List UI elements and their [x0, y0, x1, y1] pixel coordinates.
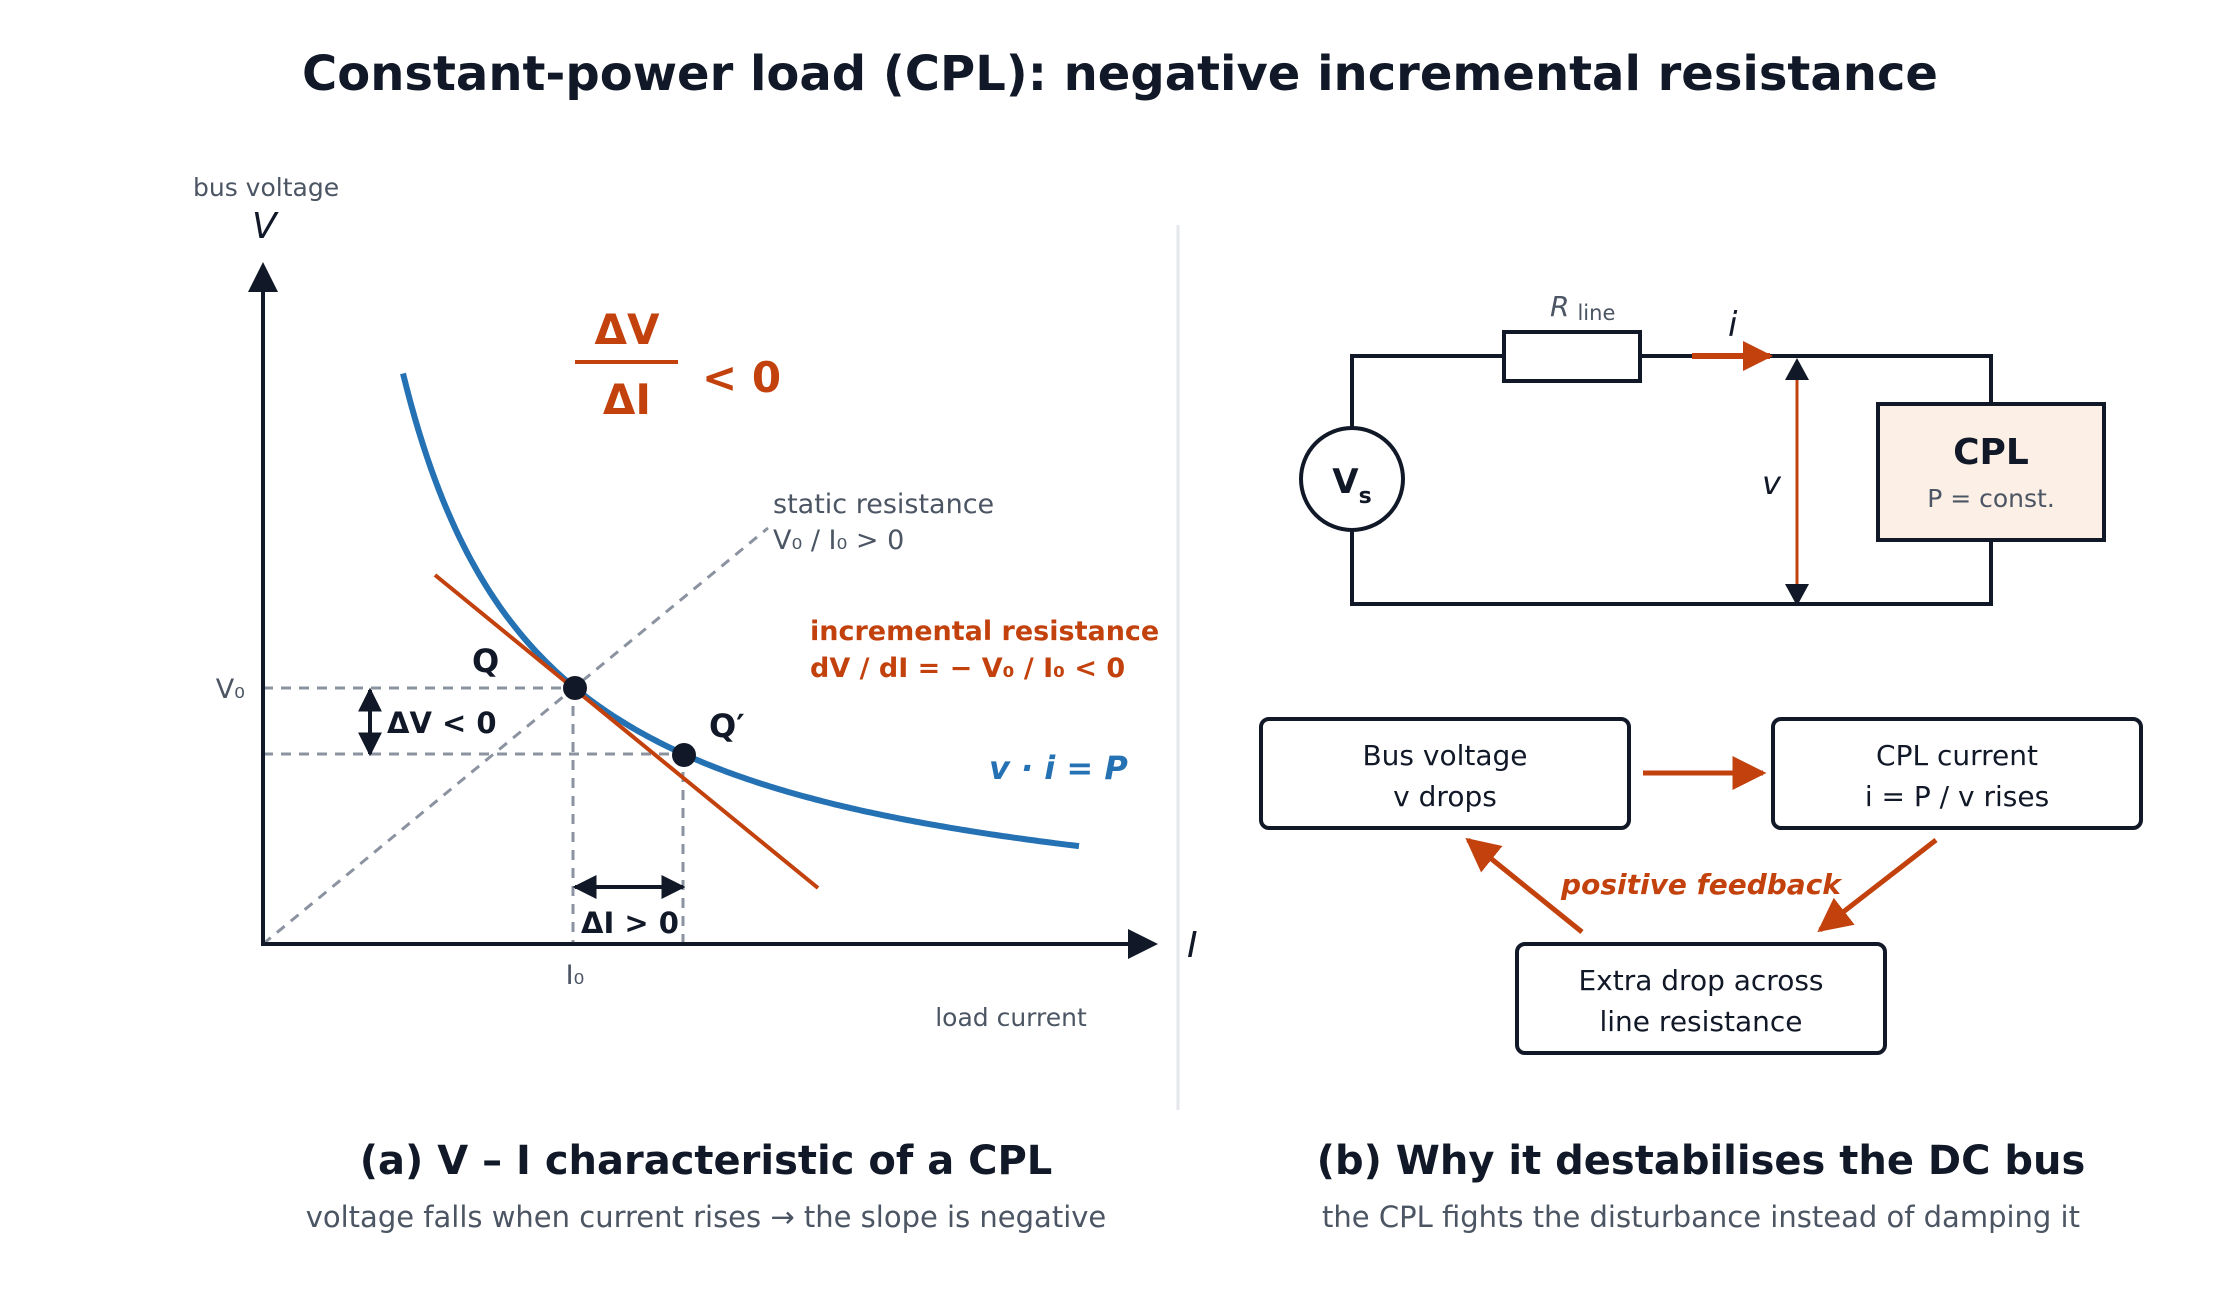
extra-drop-box — [1515, 942, 1887, 1055]
panel-a-subcaption: voltage falls when current rises → the s… — [306, 1200, 1107, 1234]
bus-voltage-box-line2: v drops — [1393, 780, 1497, 813]
feedback-arrow-down — [1817, 838, 1938, 933]
panel-a-vi-plot: bus voltage V I load current V₀ I₀ Q Q′ … — [193, 173, 1198, 1234]
panel-b-caption: (b) Why it destabilises the DC bus — [1317, 1138, 2086, 1184]
incremental-resistance-formula: dV / dI = − V₀ / I₀ < 0 — [810, 653, 1125, 684]
y-axis-name: bus voltage — [193, 173, 339, 202]
cpl-current-box-line2: i = P / v rises — [1865, 780, 2049, 813]
x-axis-arrowhead — [1128, 929, 1158, 959]
y-axis-symbol: V — [252, 206, 279, 247]
static-resistance-line — [262, 526, 769, 946]
panel-a-caption: (a) V – I characteristic of a CPL — [360, 1138, 1053, 1184]
cpl-current-box — [1771, 717, 2143, 830]
positive-feedback-label: positive feedback — [1560, 868, 1843, 901]
line-resistor — [1502, 330, 1642, 383]
delta-i-label: ΔI > 0 — [581, 906, 679, 940]
voltage-source — [1299, 426, 1405, 532]
panel-b-subcaption: the CPL fights the disturbance instead o… — [1322, 1200, 2080, 1234]
voltage-arrowhead-bottom — [1785, 584, 1809, 606]
incremental-tangent-line — [433, 573, 820, 890]
cpl-current-box-line1: CPL current — [1876, 739, 2038, 772]
cpl-load-subtitle: P = const. — [1927, 484, 2055, 513]
point-q-prime-label: Q′ — [709, 707, 745, 745]
slope-denominator: ΔI — [603, 375, 651, 424]
bus-voltage-box — [1259, 717, 1631, 830]
voltage-arrowhead-top — [1785, 358, 1809, 380]
static-resistance-title: static resistance — [773, 489, 994, 520]
voltage-label: v — [1762, 464, 1782, 502]
bus-voltage-box-line1: Bus voltage — [1362, 739, 1527, 772]
extra-drop-box-line1: Extra drop across — [1578, 964, 1823, 997]
v0-tick-label: V₀ — [216, 674, 245, 705]
slope-relation: < 0 — [702, 353, 781, 402]
x-axis-name: load current — [935, 1003, 1087, 1032]
point-q-label: Q — [472, 642, 499, 680]
incremental-resistance-title: incremental resistance — [810, 616, 1159, 647]
extra-drop-box-line2: line resistance — [1599, 1005, 1802, 1038]
y-axis-arrowhead — [248, 262, 278, 292]
slope-numerator: ΔV — [594, 305, 660, 354]
cpl-load-title: CPL — [1953, 432, 2029, 473]
current-label: i — [1728, 305, 1738, 345]
i0-tick-label: I₀ — [566, 960, 585, 991]
curve-equation-label: v · i = P — [989, 749, 1128, 787]
voltage-source-label: Vs — [1332, 462, 1371, 509]
operating-point-q — [563, 676, 587, 700]
static-resistance-formula: V₀ / I₀ > 0 — [773, 525, 904, 556]
feedback-arrow-up — [1465, 837, 1584, 934]
constant-power-curve — [400, 372, 1080, 850]
cpl-load-box — [1876, 402, 2106, 542]
x-axis-symbol: I — [1187, 925, 1198, 966]
delta-v-label: ΔV < 0 — [387, 706, 497, 740]
page-title: Constant-power load (CPL): negative incr… — [302, 46, 1938, 102]
operating-point-q-prime — [672, 743, 696, 767]
